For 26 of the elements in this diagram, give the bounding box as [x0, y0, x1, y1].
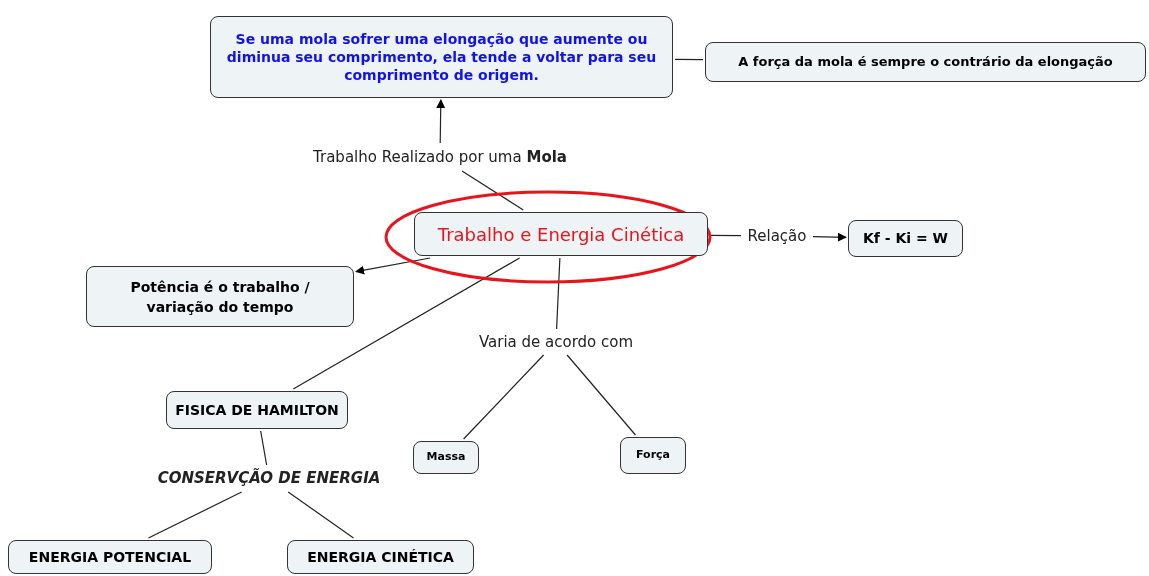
linking-phrase: Trabalho Realizado por uma Mola — [295, 145, 585, 169]
linking-phrase: Varia de acordo com — [468, 331, 644, 353]
concept-box: ENERGIA POTENCIAL — [8, 540, 212, 574]
concept-box: Potência é o trabalho / variação do tempo — [86, 266, 354, 327]
linking-phrase: Relação — [743, 225, 811, 247]
connector-line — [292, 257, 521, 390]
connector-line — [709, 234, 742, 237]
linking-phrase: CONSERVÇÃO DE ENERGIA — [150, 467, 388, 490]
connector-line — [674, 58, 704, 61]
connector-line — [556, 257, 561, 330]
connector-line — [260, 430, 268, 466]
concept-box: ENERGIA CINÉTICA — [287, 540, 474, 574]
concept-box: Força — [620, 437, 686, 474]
arrow — [812, 232, 847, 242]
concept-box: FISICA DE HAMILTON — [166, 391, 348, 429]
connector-line — [147, 491, 243, 539]
connector-line — [461, 170, 524, 211]
arrow — [436, 99, 446, 144]
connector-line — [463, 354, 545, 440]
concept-box: Trabalho e Energia Cinética — [414, 212, 708, 256]
concept-box: Kf - Ki = W — [848, 220, 963, 257]
concept-box: A força da mola é sempre o contrário da elongação — [705, 42, 1146, 82]
connector-line — [566, 354, 637, 436]
concept-box: Se uma mola sofrer uma elongação que aumente ou diminua seu comprimento, ela tende a voltar para seu comprimento de origem. — [210, 16, 673, 98]
connector-line — [287, 491, 355, 539]
concept-box: Massa — [413, 441, 479, 474]
